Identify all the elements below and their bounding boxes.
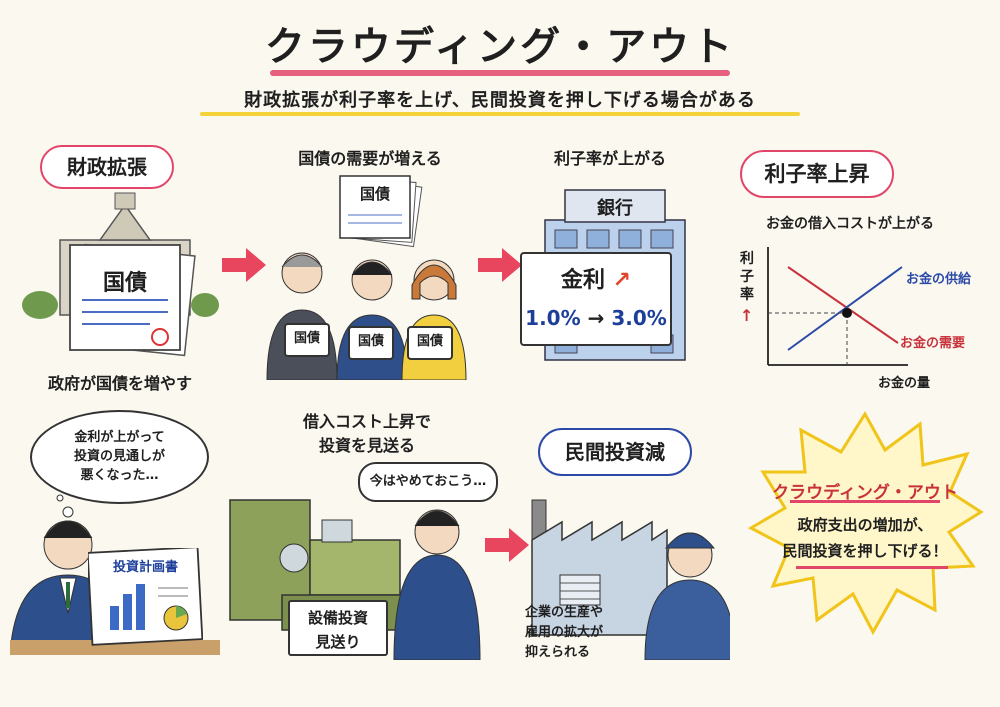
caption-production-suppressed: 企業の生産や 雇用の拡大が 抑えられる xyxy=(525,603,635,663)
bond-document-label: 国債 xyxy=(102,271,147,296)
bank-sign: 銀行 xyxy=(597,198,633,219)
conclusion-title-underline xyxy=(790,500,940,503)
title-underline xyxy=(270,70,730,76)
caption-line-3: 抑えられる xyxy=(525,645,591,660)
investment-plan-title: 投資計画書 xyxy=(112,560,178,575)
demand-label: お金の需要 xyxy=(900,336,966,351)
page-title: クラウディング・アウト xyxy=(264,24,736,70)
arrow-icon xyxy=(478,248,522,282)
conclusion-starburst xyxy=(747,411,984,636)
arrow-icon xyxy=(222,248,266,282)
bond-stack-label: 国債 xyxy=(359,185,390,203)
badge-interest-rise: 利子率上昇 xyxy=(740,150,894,198)
heading-line-1: 借入コスト上昇で xyxy=(302,412,431,431)
thought-line-3: 悪くなった… xyxy=(80,468,159,483)
rate-to: 3.0% xyxy=(611,306,667,330)
equilibrium-point xyxy=(842,308,852,318)
thought-bubble: 金利が上がって 投資の見通しが 悪くなった… xyxy=(30,410,209,504)
postpone-sign-line-2: 見送り xyxy=(315,633,361,651)
held-bond-3: 国債 xyxy=(407,326,453,360)
heading-line-2: 投資を見送る xyxy=(318,436,415,455)
held-bond-1: 国債 xyxy=(284,323,330,357)
demand-curve xyxy=(787,266,899,344)
page-subtitle: 財政拡張が利子率を上げ、民間投資を押し下げる場合がある xyxy=(244,90,756,111)
subtitle-underline xyxy=(200,112,800,116)
interest-board-title: 金利 xyxy=(560,268,605,293)
heading-borrowing-cost: お金の借入コストが上がる xyxy=(766,216,934,232)
rate-arrow: → xyxy=(587,306,605,330)
caption-line-1: 企業の生産や xyxy=(525,605,604,620)
conclusion-line-1: 政府支出の増加が、 xyxy=(797,516,933,534)
interest-board: 金利 ↗ 1.0% → 3.0% xyxy=(520,252,672,346)
conclusion-line-2: 民間投資を押し下げる！ xyxy=(782,542,948,560)
bond-stack-illustration xyxy=(339,175,423,248)
caption-government-issues-bonds: 政府が国債を増やす xyxy=(47,374,192,393)
supply-demand-chart xyxy=(767,247,908,366)
badge-private-investment-down: 民間投資減 xyxy=(538,428,692,476)
thought-line-2: 投資の見通しが xyxy=(73,449,165,464)
postpone-sign: 設備投資 見送り xyxy=(288,600,388,656)
caption-line-2: 雇用の拡大が xyxy=(525,625,604,640)
conclusion-text: 政府支出の増加が、 民間投資を押し下げる！ xyxy=(760,512,970,564)
rate-from: 1.0% xyxy=(525,306,581,330)
held-bond-2: 国債 xyxy=(348,326,394,360)
badge-fiscal-expansion: 財政拡張 xyxy=(40,145,174,189)
seal-icon xyxy=(151,328,169,346)
heading-postpone-investment: 借入コスト上昇で 投資を見送る xyxy=(262,410,472,458)
heading-bond-demand: 国債の需要が増える xyxy=(298,149,442,168)
postpone-sign-line-1: 設備投資 xyxy=(307,609,368,627)
conclusion-underline xyxy=(796,566,948,569)
investment-plan-board xyxy=(88,548,203,646)
speech-bubble: 今はやめておこう… xyxy=(358,462,498,502)
up-arrow-icon: ↗ xyxy=(612,268,632,293)
parliament-illustration xyxy=(22,192,219,357)
conclusion-title: クラウディング・アウト xyxy=(772,483,958,503)
x-axis-label: お金の量 xyxy=(878,376,931,391)
factory-illustration xyxy=(531,499,730,660)
thought-line-1: 金利が上がって xyxy=(74,430,165,445)
supply-label: お金の供給 xyxy=(906,272,972,287)
up-arrow-icon: ↑ xyxy=(740,306,754,325)
heading-interest-rises: 利子率が上がる xyxy=(553,149,666,168)
y-axis-label: 利子率 xyxy=(740,251,754,303)
